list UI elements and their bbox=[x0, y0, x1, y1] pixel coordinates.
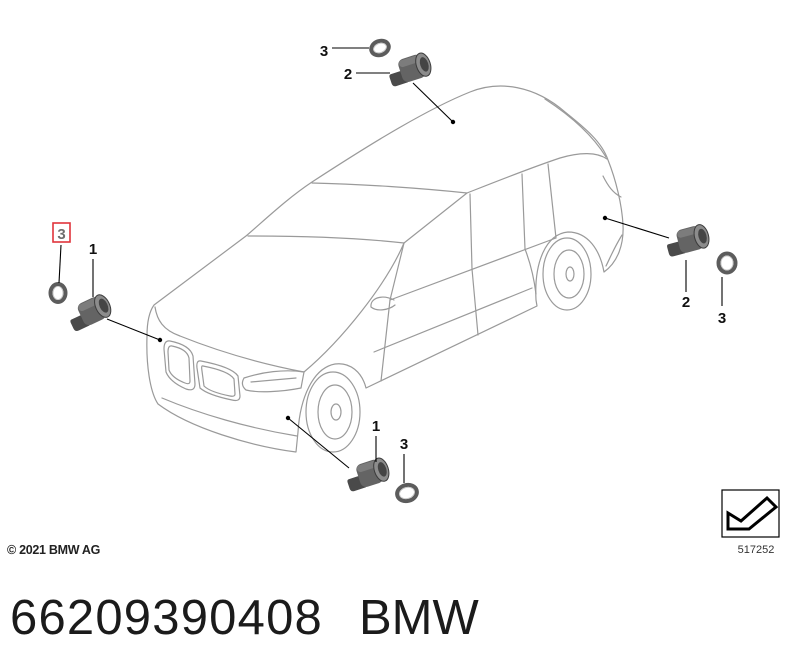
ring-bottom-inner bbox=[399, 486, 415, 500]
ring-right-outer bbox=[716, 251, 738, 275]
callout-right-sensor[interactable]: 2 bbox=[682, 294, 690, 311]
car-tail-light bbox=[602, 175, 622, 198]
car-d-pillar bbox=[547, 163, 557, 239]
illustration-number: 517252 bbox=[738, 544, 775, 556]
pdc-sensor-bottom bbox=[342, 455, 393, 493]
callout-right-ring[interactable]: 3 bbox=[718, 310, 726, 327]
leader-line-left bbox=[106, 318, 161, 341]
car-front-tire bbox=[305, 371, 361, 453]
pdc-sensor-right bbox=[663, 222, 712, 258]
car-body-outline bbox=[146, 85, 624, 453]
car-c-pillar bbox=[521, 173, 526, 250]
car-front-rim bbox=[317, 384, 353, 440]
ring-right bbox=[716, 251, 738, 275]
car-hood-shut-line bbox=[303, 242, 405, 373]
callout-line-left-ring bbox=[58, 244, 62, 284]
car-roof-rail bbox=[466, 153, 608, 194]
car-grille-right-kidney bbox=[196, 360, 241, 402]
car-side-crease bbox=[373, 287, 533, 353]
attach-point-right bbox=[602, 215, 608, 221]
attach-point-left bbox=[157, 337, 163, 343]
part-title: 66209390408 BMW bbox=[10, 594, 479, 643]
car-grille-right-kidney-inner bbox=[201, 365, 236, 397]
ring-top-inner bbox=[373, 42, 387, 54]
ring-bottom-outer bbox=[395, 482, 419, 504]
car-hood-front-edge bbox=[154, 306, 305, 373]
callout-bottom-ring[interactable]: 3 bbox=[400, 436, 408, 453]
callout-left-ring[interactable]: 3 bbox=[57, 226, 65, 243]
callout-highlight-box bbox=[52, 222, 71, 243]
leader-line-top bbox=[412, 82, 454, 123]
callout-bottom-sensor[interactable]: 1 bbox=[372, 418, 380, 435]
copyright-text: © 2021 BMW AG bbox=[7, 543, 101, 557]
car-mirror bbox=[370, 296, 396, 311]
view-direction-icon-arrow bbox=[726, 495, 779, 531]
car-front-door-edge bbox=[380, 299, 391, 382]
car-windshield bbox=[247, 182, 468, 244]
ring-top-outer bbox=[369, 38, 391, 58]
pdc-sensor-top bbox=[384, 50, 435, 88]
car-b-pillar bbox=[469, 193, 479, 336]
car-beltline bbox=[389, 237, 557, 301]
car-roof-spoiler bbox=[544, 98, 607, 158]
car-grille-left-kidney-inner bbox=[167, 345, 191, 385]
callout-top-ring[interactable]: 3 bbox=[320, 43, 328, 60]
car-rear-tire bbox=[542, 237, 592, 311]
attach-point-top bbox=[450, 119, 456, 125]
ring-left-outer bbox=[48, 282, 68, 304]
ring-bottom bbox=[395, 482, 419, 504]
car-rear-rim bbox=[553, 249, 585, 299]
car-a-pillar-lower bbox=[389, 242, 405, 301]
callout-left-sensor[interactable]: 1 bbox=[89, 241, 97, 258]
car-front-hub bbox=[330, 403, 342, 421]
car-rear-bumper-line bbox=[605, 234, 623, 267]
car-rear-hub bbox=[565, 266, 575, 282]
car-headlight bbox=[241, 370, 305, 393]
view-direction-icon bbox=[721, 489, 780, 538]
ring-right-inner bbox=[720, 255, 734, 271]
leader-lines bbox=[106, 82, 670, 469]
car-headlight-detail bbox=[250, 377, 297, 383]
callout-top-sensor[interactable]: 2 bbox=[344, 66, 352, 83]
car-grille-left-kidney bbox=[163, 340, 196, 391]
ring-top bbox=[369, 38, 391, 58]
ring-left-inner bbox=[52, 286, 64, 300]
attach-point-bottom bbox=[285, 415, 291, 421]
pdc-sensor-left bbox=[64, 291, 115, 333]
ring-left bbox=[48, 282, 68, 304]
leader-line-right bbox=[604, 217, 670, 239]
leader-line-bottom bbox=[287, 417, 350, 469]
car-illustration bbox=[146, 85, 624, 453]
callout-lines bbox=[58, 47, 723, 483]
part-number: 66209390408 bbox=[10, 591, 323, 645]
car-front-bumper-line bbox=[161, 397, 298, 437]
car-rear-door-edge bbox=[524, 248, 537, 295]
part-brand: BMW bbox=[358, 591, 479, 645]
